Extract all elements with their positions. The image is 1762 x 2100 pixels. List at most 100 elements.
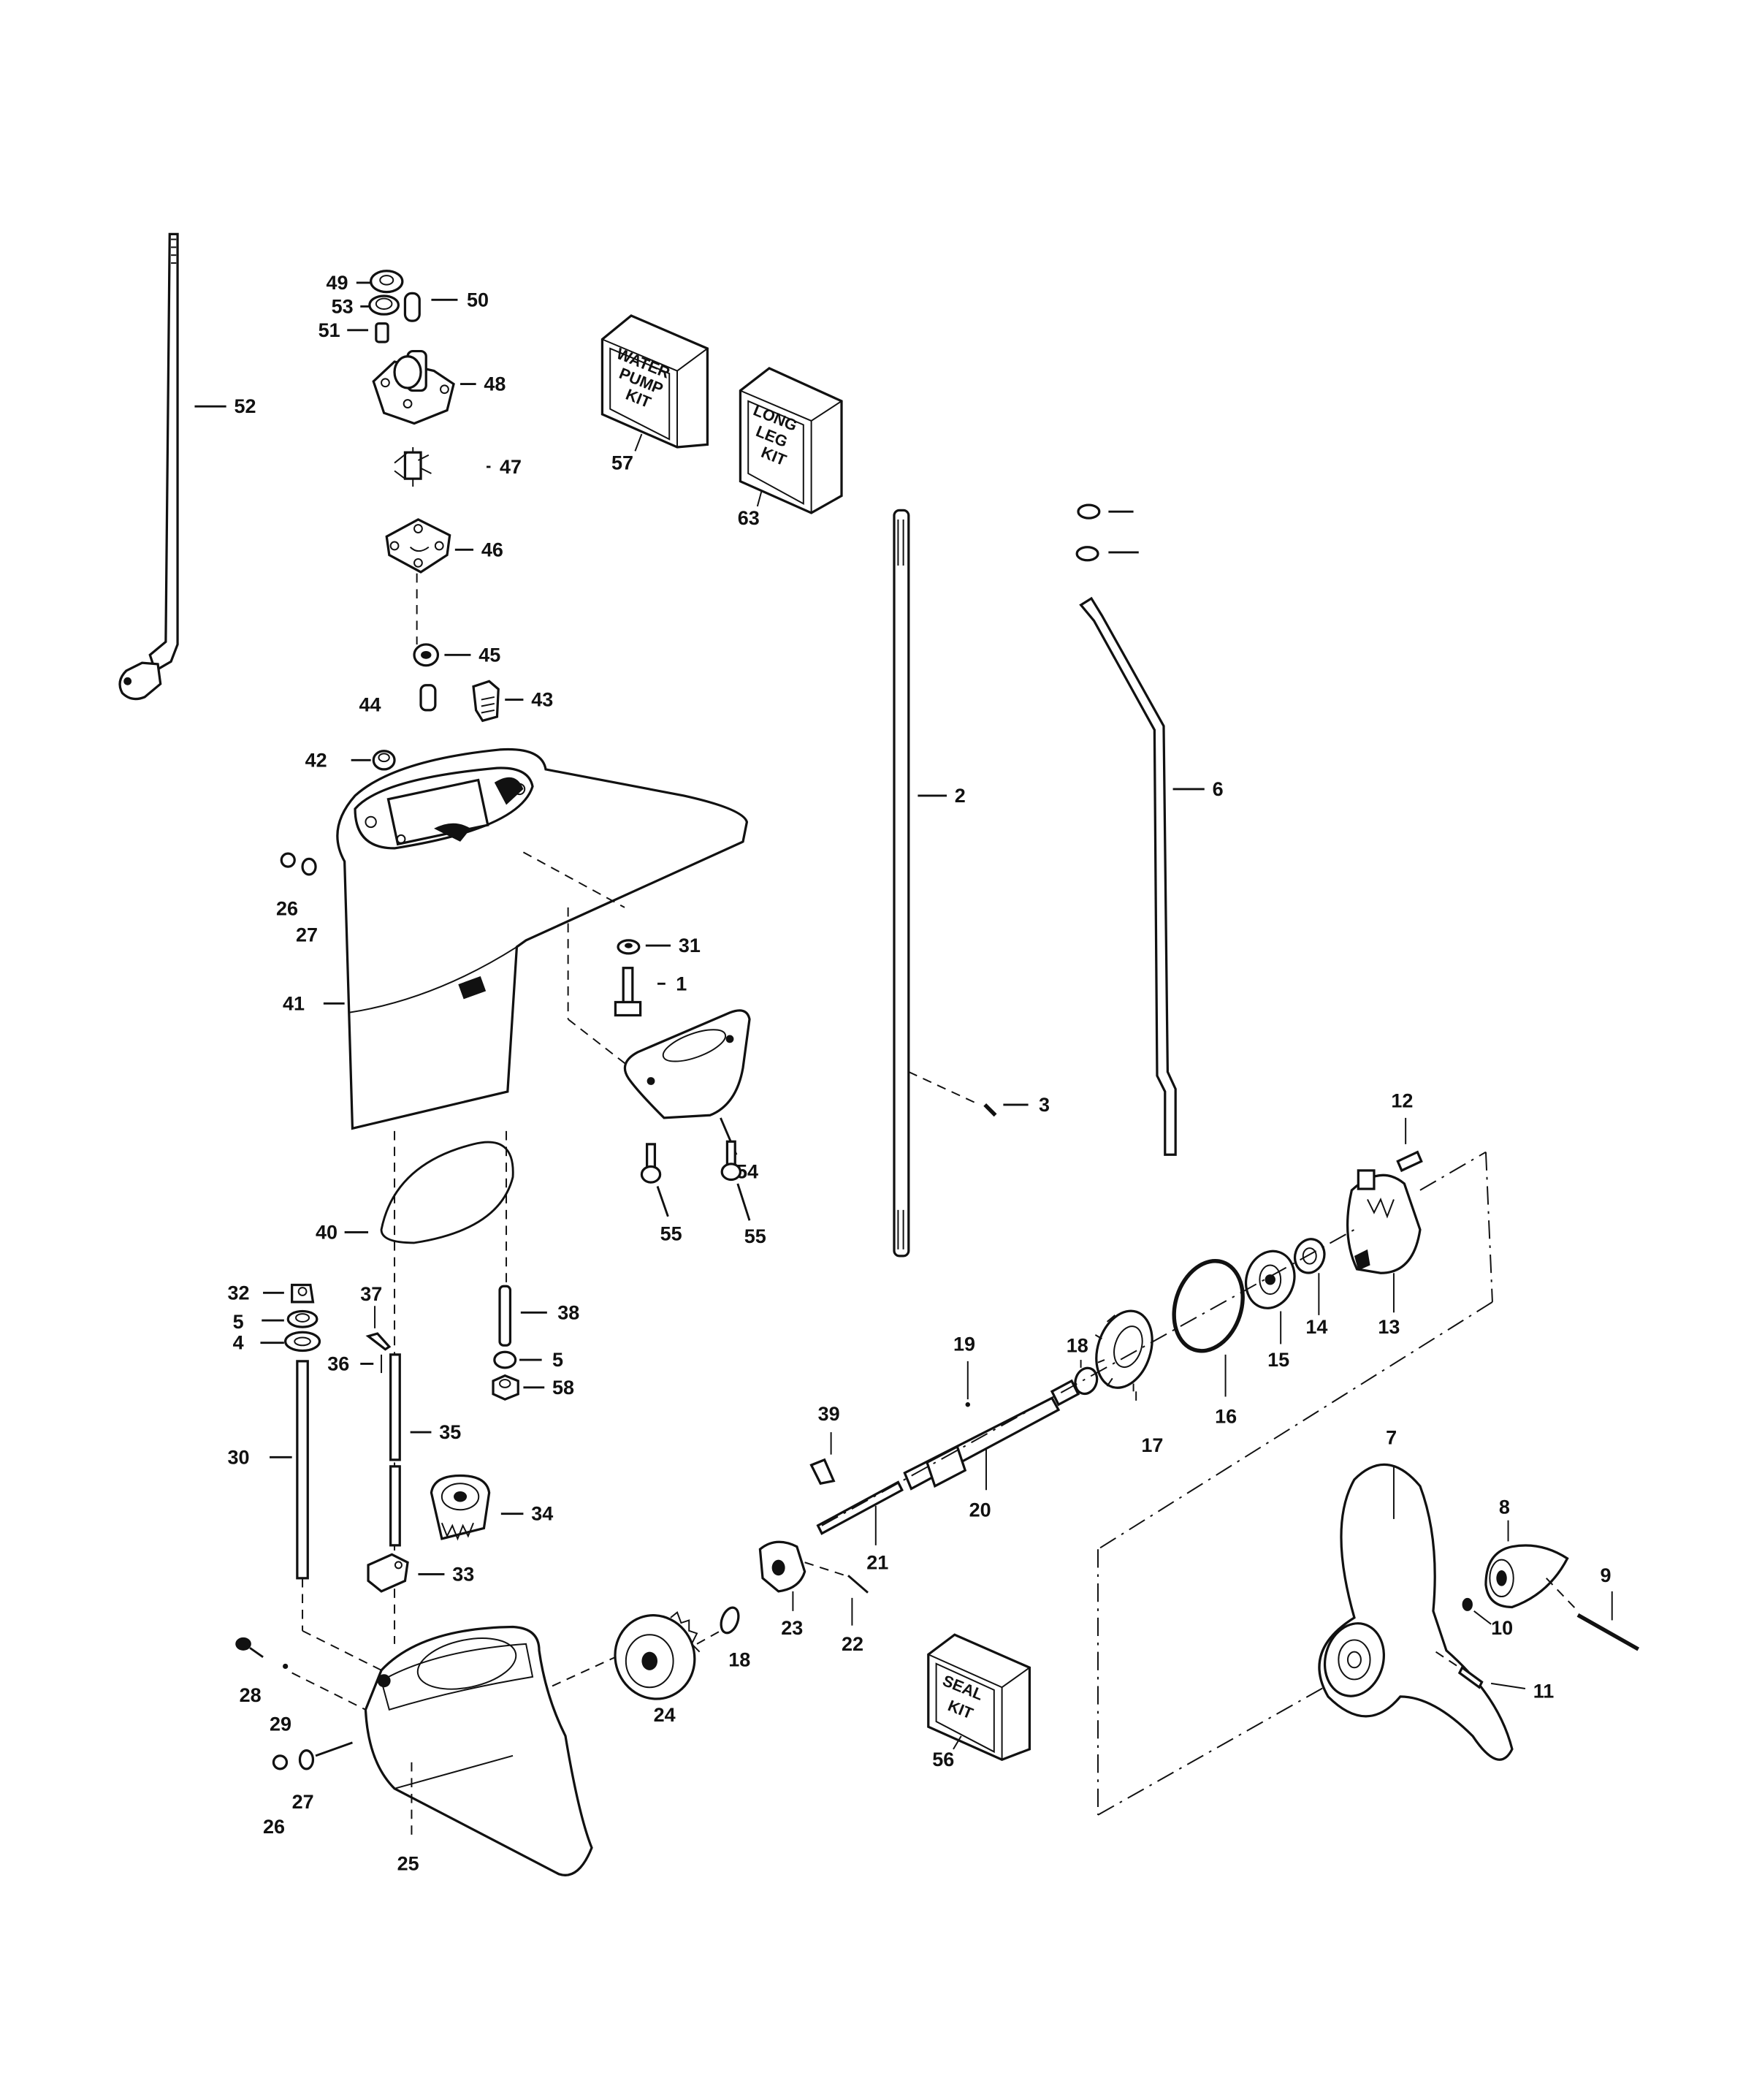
callout-40: 40 — [316, 1221, 337, 1243]
callout-18b: 18 — [728, 1648, 750, 1670]
callout-16: 16 — [1215, 1405, 1237, 1427]
part-37-screw — [365, 1332, 392, 1351]
part-18-thrust-washer — [1074, 1366, 1099, 1396]
callout-35: 35 — [439, 1421, 461, 1443]
part-21-shift-plunger — [816, 1480, 904, 1535]
part-22-pin — [847, 1575, 869, 1594]
callout-27b: 27 — [292, 1791, 314, 1813]
part-55-screws — [640, 1140, 742, 1184]
part-1-screw — [614, 967, 642, 1017]
part-2-drive-shaft — [893, 509, 910, 1258]
part-53-o-ring — [368, 294, 400, 316]
kit-56-seal: SEAL KIT — [927, 1633, 1031, 1761]
part-35-shift-rod — [389, 1353, 401, 1547]
callout-43: 43 — [531, 689, 553, 711]
callout-55: 55 — [660, 1222, 682, 1244]
callout-24: 24 — [654, 1704, 676, 1726]
part-44-dowel — [419, 684, 437, 712]
callout-52: 52 — [234, 395, 256, 417]
callout-32: 32 — [227, 1282, 249, 1304]
callout-44: 44 — [359, 694, 381, 716]
callout-57: 57 — [611, 452, 633, 474]
part-52-shift-rod — [118, 232, 179, 701]
callout-17: 17 — [1141, 1434, 1163, 1456]
part-43-screen — [472, 680, 500, 723]
part-34-pinion — [430, 1474, 491, 1541]
callout-21: 21 — [866, 1551, 888, 1573]
callout-5b: 5 — [233, 1311, 244, 1333]
callout-45: 45 — [478, 644, 500, 666]
part-47-impeller — [394, 446, 432, 487]
part-28-plug — [235, 1637, 264, 1659]
part-51-screw — [375, 322, 389, 343]
part-12-screw — [1396, 1150, 1423, 1173]
part-18b-thrust-washer — [720, 1606, 740, 1635]
callout-18: 18 — [1067, 1334, 1088, 1356]
part-4-washer — [284, 1331, 321, 1353]
part-4-washer-top — [1077, 503, 1101, 520]
callout-7: 7 — [1386, 1426, 1397, 1448]
part-15-bearing — [1244, 1249, 1296, 1309]
callout-20: 20 — [969, 1499, 991, 1521]
callout-2: 2 — [955, 785, 966, 807]
callout-4b: 4 — [233, 1332, 244, 1354]
part-5-lockwasher — [286, 1309, 319, 1328]
callout-27: 27 — [296, 924, 318, 946]
callout-38: 38 — [557, 1301, 579, 1323]
part-31-washer — [617, 939, 641, 955]
callout-56: 56 — [932, 1749, 954, 1770]
part-26b-27b-screw-washer — [272, 1749, 315, 1770]
callout-50: 50 — [467, 289, 489, 311]
part-14-seal — [1293, 1238, 1326, 1274]
part-30-stud — [296, 1360, 309, 1580]
callout-48: 48 — [484, 373, 506, 395]
callout-9: 9 — [1601, 1564, 1612, 1586]
callout-42: 42 — [305, 749, 327, 771]
callout-30: 30 — [227, 1446, 249, 1468]
part-46-impeller-plate — [385, 518, 451, 574]
callout-33: 33 — [452, 1563, 474, 1585]
callout-22: 22 — [842, 1633, 863, 1655]
part-16-o-ring — [1172, 1259, 1245, 1353]
part-5-lockwasher-top — [1075, 546, 1099, 562]
part-6-shift-rod — [1079, 596, 1177, 1156]
part-54-cover — [623, 1009, 751, 1119]
callout-26: 26 — [276, 898, 298, 920]
callout-53: 53 — [332, 295, 354, 317]
part-33-shift-cam — [367, 1553, 409, 1593]
part-23-clutch-dog — [758, 1540, 806, 1593]
part-39-clip — [809, 1458, 836, 1485]
part-41-drive-shaft-housing — [336, 747, 749, 1130]
callout-46: 46 — [481, 539, 503, 560]
callout-14: 14 — [1305, 1316, 1327, 1338]
callout-36: 36 — [327, 1353, 349, 1374]
callout-34: 34 — [531, 1503, 553, 1525]
callout-29: 29 — [270, 1713, 291, 1735]
part-32-nut — [291, 1283, 315, 1304]
part-8-propeller-nut — [1484, 1544, 1569, 1609]
part-38-stud — [498, 1285, 512, 1347]
callout-58: 58 — [552, 1377, 574, 1399]
callout-47: 47 — [500, 456, 522, 478]
callout-25: 25 — [397, 1852, 419, 1874]
part-13-bearing-carrier — [1346, 1169, 1422, 1274]
part-10-washer — [1462, 1597, 1473, 1611]
part-20-propeller-shaft — [903, 1379, 1080, 1491]
part-48-pump-housing — [372, 349, 455, 425]
part-25-gear-housing — [364, 1625, 593, 1876]
callout-10: 10 — [1491, 1617, 1513, 1639]
callout-39: 39 — [818, 1403, 840, 1425]
callout-13: 13 — [1378, 1316, 1400, 1338]
part-50-grommet — [403, 292, 421, 322]
part-24-forward-gear — [614, 1611, 701, 1700]
callout-49: 49 — [326, 272, 348, 294]
callout-11: 11 — [1533, 1681, 1555, 1703]
callout-19: 19 — [953, 1333, 975, 1355]
callout-12: 12 — [1391, 1089, 1413, 1111]
part-45-seal — [413, 643, 440, 667]
callout-55b: 55 — [744, 1225, 766, 1247]
part-11-shear-pin — [1457, 1665, 1484, 1689]
callout-28: 28 — [240, 1684, 262, 1706]
callout-37: 37 — [360, 1283, 382, 1305]
